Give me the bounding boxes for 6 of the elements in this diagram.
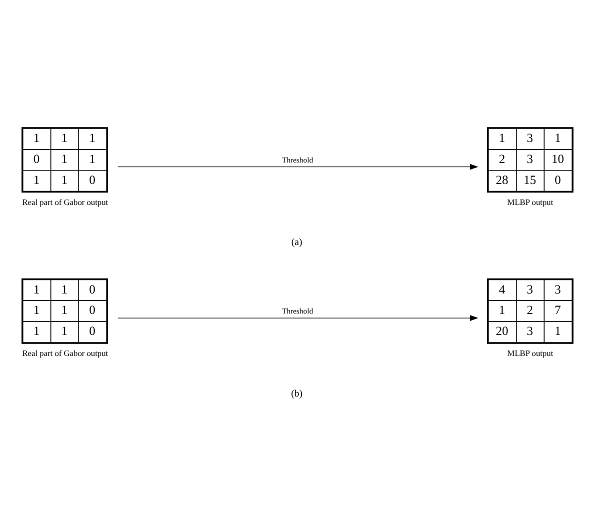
edge-label: Threshold	[282, 306, 314, 316]
label: (b)	[291, 388, 302, 400]
arrow	[118, 164, 478, 170]
arrow	[118, 315, 478, 321]
label: (a)	[291, 237, 302, 248]
edge-label: Threshold	[282, 156, 314, 165]
